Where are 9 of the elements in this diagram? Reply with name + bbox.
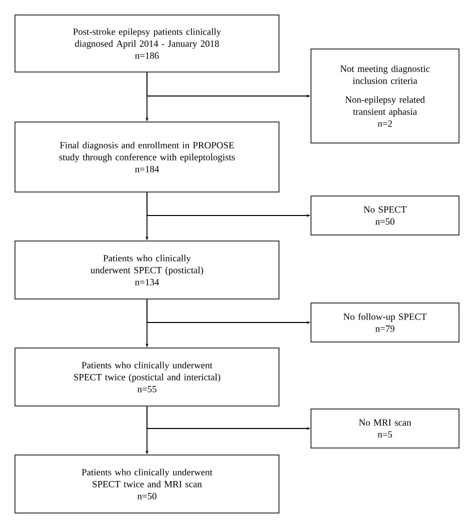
exclusion-box: No follow-up SPECT n=79 <box>310 302 460 342</box>
process-box: Patients who clinically underwent SPECT twice (postictal and interictal) n=55 <box>14 348 280 406</box>
exclusion-box: No SPECT n=50 <box>310 196 460 236</box>
process-box: Patients who clinically underwent SPECT twice and MRI scan n=50 <box>14 454 280 514</box>
process-box: Patients who clinically underwent SPECT (postictal) n=134 <box>14 240 280 300</box>
exclusion-box: No MRI scan n=5 <box>310 408 460 448</box>
process-box: Final diagnosis and enrollment in PROPOSE study through conference with epileptologists n=184 <box>14 122 280 192</box>
exclusion-box: Not meeting diagnostic inclusion criteria Non-epilepsy related transient aphasia n=2 <box>310 48 460 144</box>
process-box: Post-stroke epilepsy patients clinically diagnosed April 2014 - January 2018 n=186 <box>14 14 280 72</box>
